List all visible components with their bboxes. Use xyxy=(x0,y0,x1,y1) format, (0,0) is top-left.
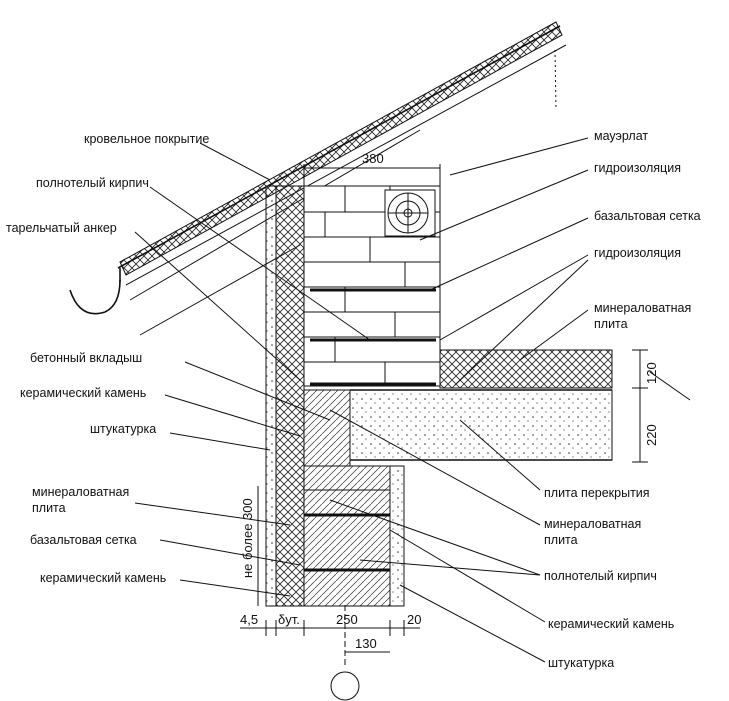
dim-d-ut: δут. xyxy=(278,612,300,627)
dimension-lines xyxy=(240,164,691,701)
mauerlat xyxy=(384,189,436,237)
label-ceramic-stone-left2: керамический камень xyxy=(40,571,166,585)
label-solid-brick-right: полнотелый кирпич xyxy=(544,569,657,583)
label-plate-anchor: тарельчатый анкер xyxy=(6,221,117,235)
label-ceramic-stone-right: керамический камень xyxy=(548,617,674,631)
gutter-icon xyxy=(69,279,121,315)
label-waterproofing-2: гидроизоляция xyxy=(594,246,681,260)
label-waterproofing-1: гидроизоляция xyxy=(594,161,681,175)
label-concrete-insert: бетонный вкладыш xyxy=(30,351,142,365)
label-ceramic-stone-left: керамический камень xyxy=(20,386,146,400)
wall-outer-insulation xyxy=(275,185,305,607)
dim-380: 380 xyxy=(362,151,384,166)
label-floor-slab: плита перекрытия xyxy=(544,486,650,500)
label-basalt-mesh-right: базальтовая сетка xyxy=(594,209,701,223)
dim-20: 20 xyxy=(407,612,421,627)
ceiling-insulation xyxy=(439,349,613,389)
label-solid-brick-left: полнотелый кирпич xyxy=(36,176,149,190)
label-plaster-right: штукатурка xyxy=(548,656,614,670)
dim-max-300: не более 300 xyxy=(240,498,255,578)
label-roof-covering: кровельное покрытие xyxy=(84,132,209,146)
dim-250: 250 xyxy=(336,612,358,627)
dim-130: 130 xyxy=(355,636,377,651)
dim-220: 220 xyxy=(644,424,659,446)
leader-lines xyxy=(134,137,589,663)
label-basalt-mesh-left: базальтовая сетка xyxy=(30,533,137,547)
dim-4-5: 4,5 xyxy=(240,612,258,627)
dim-120: 120 xyxy=(644,362,659,384)
floor-slab xyxy=(349,389,613,461)
label-plaster-left: штукатурка xyxy=(90,422,156,436)
brick-masonry-lower xyxy=(303,389,405,607)
label-mauerlat: мауэрлат xyxy=(594,129,648,143)
